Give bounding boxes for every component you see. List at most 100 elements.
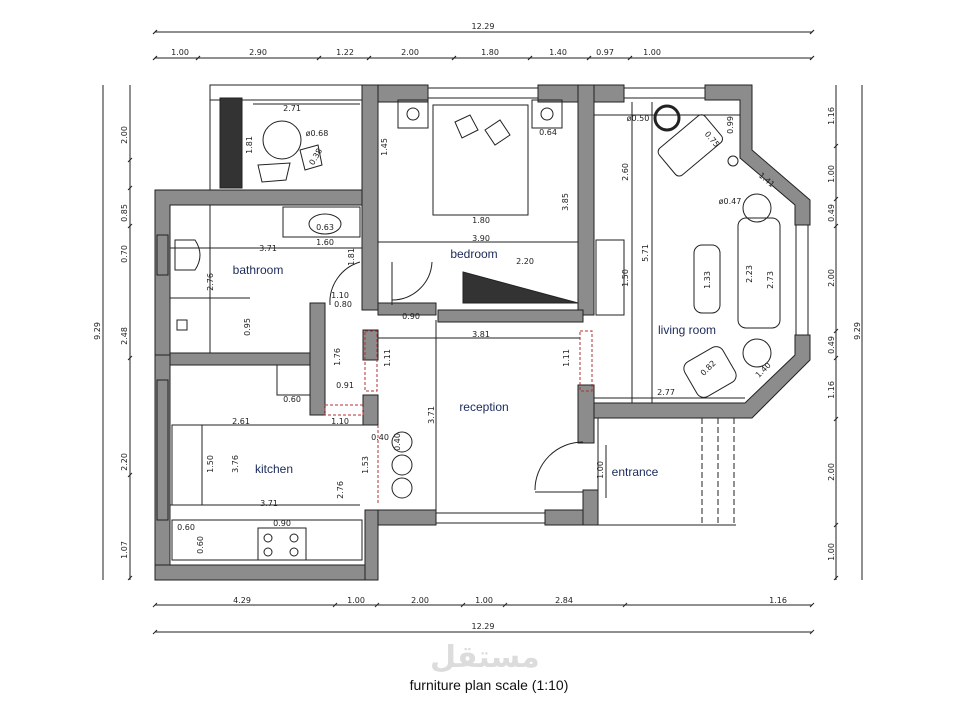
svg-text:2.73: 2.73: [766, 271, 775, 289]
plan-caption: furniture plan scale (1:10): [409, 677, 569, 693]
reception-lines: [378, 320, 584, 510]
door-swing-icon: [391, 261, 433, 305]
svg-text:3.76: 3.76: [231, 455, 240, 473]
stove-icon: [257, 527, 307, 561]
svg-text:2.20: 2.20: [120, 453, 129, 471]
chair-icon: [257, 162, 291, 183]
planter-icon: [219, 97, 243, 189]
toilet-icon: [174, 239, 201, 271]
svg-text:2.20: 2.20: [516, 257, 534, 266]
round-table-icon: [262, 120, 302, 160]
svg-text:2.61: 2.61: [232, 417, 250, 426]
svg-text:1.50: 1.50: [206, 455, 215, 473]
svg-text:2.71: 2.71: [283, 104, 301, 113]
svg-text:1.00: 1.00: [475, 596, 493, 605]
svg-text:5.71: 5.71: [641, 244, 650, 262]
svg-text:1.10: 1.10: [331, 417, 349, 426]
svg-text:0.49: 0.49: [827, 336, 836, 354]
svg-text:3.71: 3.71: [259, 244, 277, 253]
svg-text:2.48: 2.48: [120, 327, 129, 345]
svg-text:2.00: 2.00: [827, 269, 836, 287]
svg-text:ø0.50: ø0.50: [627, 114, 650, 123]
sofa-icon: [737, 217, 781, 329]
top-total-dim: 12.29: [472, 22, 495, 31]
side-table-icon: [653, 104, 681, 132]
living-room-furniture: [594, 102, 781, 403]
stairs-icon: [462, 271, 579, 304]
watermark: مستقل: [430, 640, 540, 675]
svg-text:1.16: 1.16: [827, 381, 836, 399]
top-dimensions: [152, 29, 815, 61]
sink-icon: [308, 213, 342, 235]
room-label-bathroom: bathroom: [233, 263, 284, 277]
svg-text:0.82: 0.82: [699, 359, 718, 378]
svg-text:2.00: 2.00: [120, 126, 129, 144]
svg-text:1.53: 1.53: [361, 456, 370, 474]
svg-text:3.85: 3.85: [561, 193, 570, 211]
bottom-total-dim: 12.29: [472, 622, 495, 631]
svg-text:3.90: 3.90: [472, 234, 490, 243]
svg-text:2.84: 2.84: [555, 596, 573, 605]
left-dimensions: [102, 85, 133, 581]
svg-text:1.80: 1.80: [481, 48, 499, 57]
armchair-icon: [657, 114, 724, 177]
left-total-dim: 9.29: [93, 322, 102, 340]
svg-text:2.76: 2.76: [336, 481, 345, 499]
svg-text:0.97: 0.97: [596, 48, 614, 57]
svg-text:2.00: 2.00: [827, 463, 836, 481]
svg-text:2.00: 2.00: [401, 48, 419, 57]
svg-text:3.81: 3.81: [472, 330, 490, 339]
svg-text:1.50: 1.50: [621, 269, 630, 287]
svg-text:0.95: 0.95: [243, 318, 252, 336]
svg-text:2.23: 2.23: [745, 265, 754, 283]
svg-text:0.91: 0.91: [336, 381, 354, 390]
svg-text:1.16: 1.16: [827, 107, 836, 125]
svg-text:2.90: 2.90: [249, 48, 267, 57]
svg-text:1.22: 1.22: [336, 48, 354, 57]
svg-text:2.76: 2.76: [206, 273, 215, 291]
balcony-furniture: [219, 97, 360, 189]
svg-text:3.71: 3.71: [427, 406, 436, 424]
room-label-entrance: entrance: [612, 465, 659, 479]
svg-text:0.90: 0.90: [273, 519, 291, 528]
nightstand-icon: [397, 99, 429, 129]
bedroom-furniture: [378, 99, 579, 305]
door-swing-icon: [329, 261, 361, 306]
svg-text:1.45: 1.45: [380, 138, 389, 156]
kitchen-fixtures: [170, 424, 413, 561]
walls: [154, 84, 811, 581]
svg-text:1.81: 1.81: [245, 136, 254, 154]
side-table-icon: [742, 193, 772, 223]
room-label-bedroom: bedroom: [450, 247, 497, 261]
chair-icon: [299, 144, 323, 171]
right-dimensions: [833, 85, 863, 581]
bathroom-fixtures: [170, 205, 362, 353]
svg-text:2.60: 2.60: [621, 163, 630, 181]
right-segment-dims: 1.16 1.00 0.49 2.00 0.49 1.16 2.00 1.00: [827, 107, 836, 561]
svg-text:0.90: 0.90: [402, 312, 420, 321]
svg-text:1.81: 1.81: [347, 248, 356, 266]
svg-text:0.40: 0.40: [393, 433, 402, 451]
svg-text:1.00: 1.00: [827, 543, 836, 561]
side-table-icon: [742, 338, 772, 368]
door-swing-icon: [534, 441, 584, 491]
svg-text:1.76: 1.76: [333, 348, 342, 366]
left-segment-dims: 2.00 0.85 0.70 2.48 2.20 1.07: [120, 126, 129, 559]
svg-text:0.60: 0.60: [177, 523, 195, 532]
fridge-icon: [276, 364, 311, 396]
openings: [324, 330, 593, 505]
svg-text:1.33: 1.33: [703, 271, 712, 289]
armchair-icon: [683, 346, 737, 398]
svg-text:ø0.47: ø0.47: [719, 197, 742, 206]
stool-icon: [391, 454, 413, 476]
outlines: [156, 84, 809, 526]
room-label-living-room: living room: [658, 323, 716, 337]
svg-text:1.40: 1.40: [754, 361, 773, 380]
room-label-reception: reception: [459, 400, 508, 414]
svg-text:1.11: 1.11: [562, 349, 571, 367]
svg-text:0.63: 0.63: [316, 223, 334, 232]
svg-text:0.99: 0.99: [726, 116, 735, 134]
svg-text:ø0.68: ø0.68: [306, 129, 329, 138]
svg-text:1.40: 1.40: [549, 48, 567, 57]
